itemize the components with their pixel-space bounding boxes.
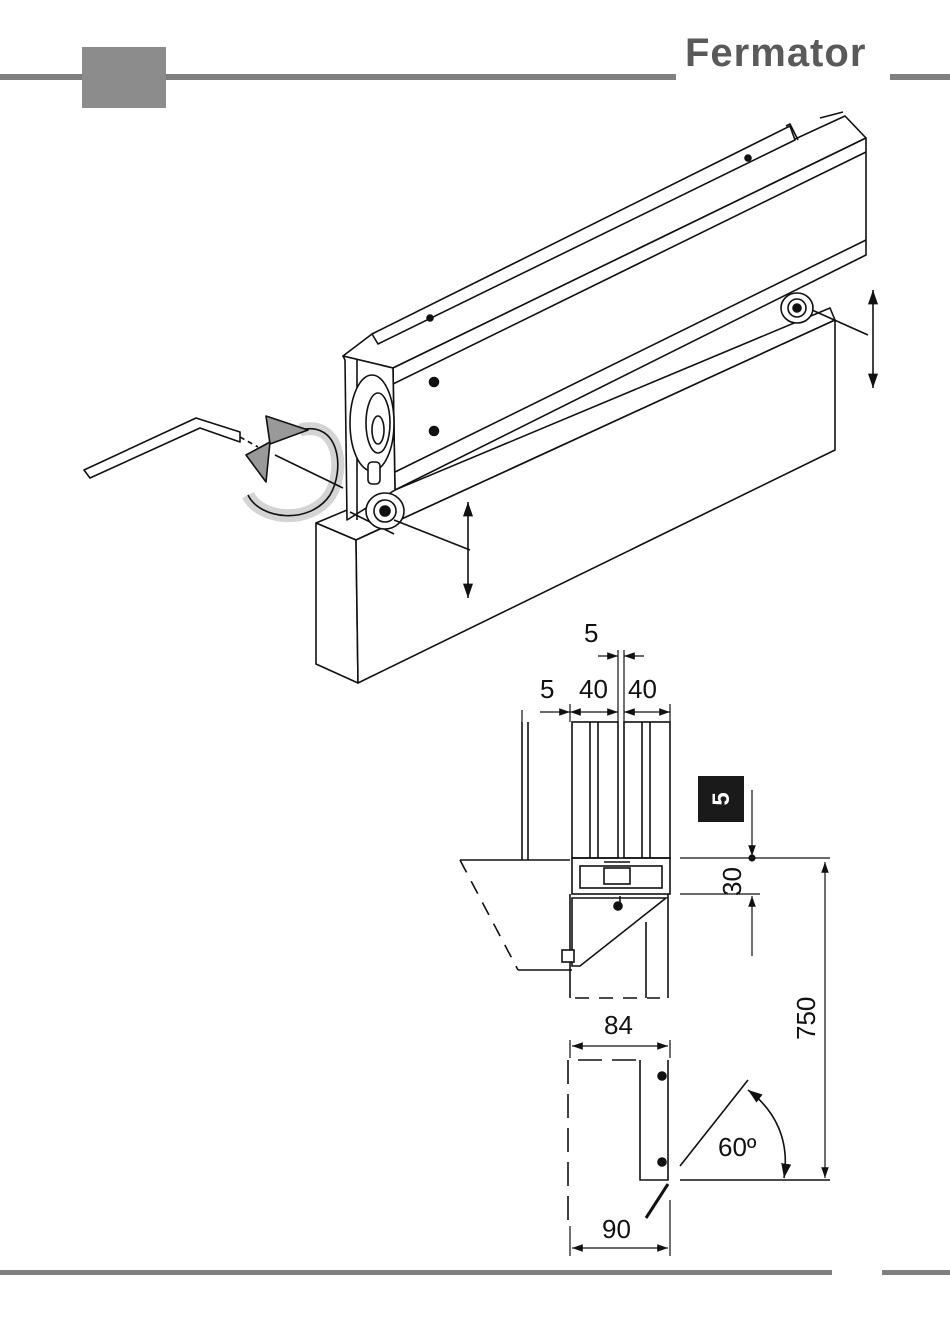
dim-panel-a: 40 xyxy=(579,674,608,704)
dim-width-84: 84 xyxy=(604,1010,633,1040)
dim-width-90: 90 xyxy=(602,1214,631,1244)
rotate-arrows-icon xyxy=(246,416,343,516)
roller-right xyxy=(781,293,813,323)
section-tab xyxy=(82,47,166,108)
dim-track-height: 30 xyxy=(717,867,747,896)
dim-angle: 60º xyxy=(718,1132,757,1162)
dim-panel-b: 40 xyxy=(628,674,657,704)
step-number: 5 xyxy=(708,792,735,805)
carriage-illustration xyxy=(84,112,868,683)
hex-key-icon xyxy=(84,418,258,478)
section-drawing xyxy=(460,722,830,1220)
footer-rule-left xyxy=(0,1270,832,1275)
brand-logo: Fermator xyxy=(685,31,866,75)
page-footer xyxy=(0,1270,950,1275)
roller-left xyxy=(366,493,404,529)
footer-rule-right xyxy=(882,1270,950,1275)
dim-gap-left: 5 xyxy=(540,674,554,704)
step-badge: 5 xyxy=(698,776,744,822)
header-rule-right xyxy=(890,74,950,80)
dim-gap-top: 5 xyxy=(584,618,598,648)
page-header: Fermator xyxy=(0,31,950,108)
dim-total-height: 750 xyxy=(791,997,821,1040)
